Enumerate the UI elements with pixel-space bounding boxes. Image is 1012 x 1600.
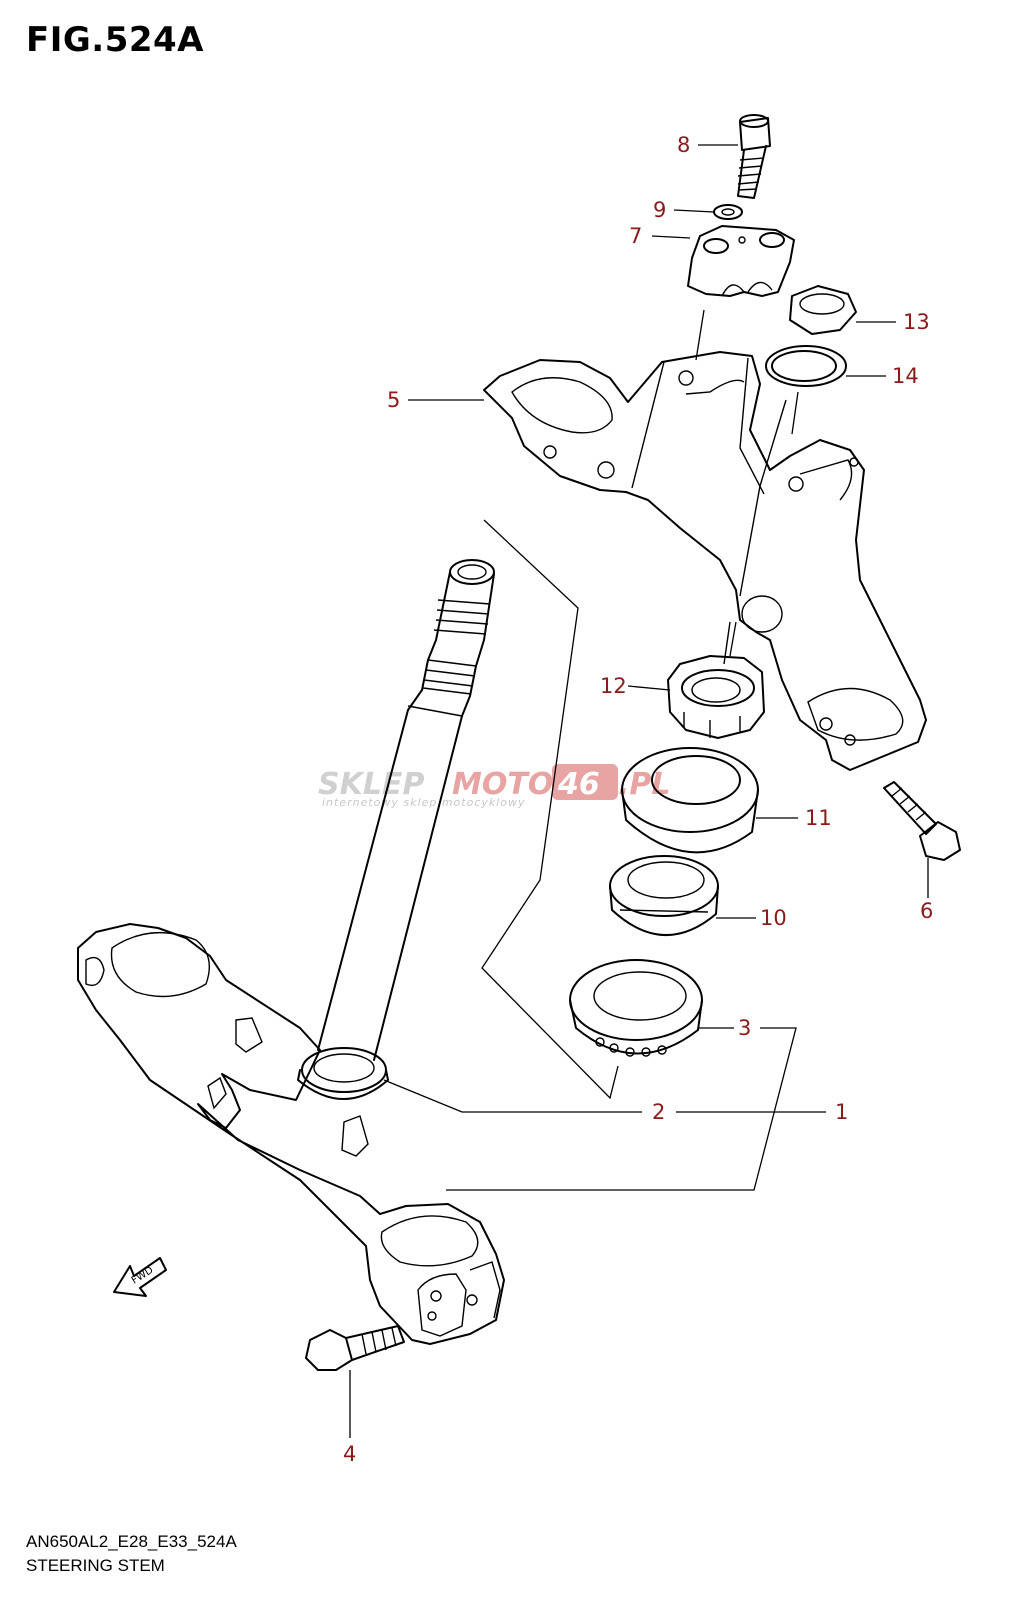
watermark-text-2: MOTO: [452, 767, 553, 802]
watermark-badge: [552, 764, 618, 800]
callout-5: 5: [387, 388, 400, 412]
upper-bracket-5: [483, 351, 927, 771]
washer-9: [713, 204, 743, 220]
watermark-text-3: 46: [557, 767, 600, 802]
callout-6: 6: [920, 899, 933, 923]
callout-9: 9: [653, 198, 666, 222]
callout-2: 2: [652, 1100, 665, 1124]
watermark: SKLEP MOTO 46 .PL internetowy sklep moto…: [318, 764, 671, 809]
watermark-tagline: internetowy sklep motocyklowy: [322, 796, 526, 809]
steering-stem-2: [297, 559, 495, 1100]
bolt-4: [305, 1325, 405, 1371]
callouts: 8 9 7 13 14 5 12 11 6 10 3 2 1 4: [343, 133, 933, 1466]
footer-code: AN650AL2_E28_E33_524A: [26, 1532, 237, 1551]
bolt-8: [737, 114, 771, 199]
callout-12: 12: [600, 674, 627, 698]
nut-12: [667, 655, 765, 739]
bolt-6: [883, 781, 961, 861]
leader-lines: [349, 144, 929, 1438]
bearing-10: [609, 855, 719, 936]
assembly-lines: [481, 309, 799, 1100]
callout-3: 3: [738, 1016, 751, 1040]
lower-bracket: [77, 923, 505, 1345]
figure-title: FIG.524A: [26, 20, 204, 60]
footer-caption: STEERING STEM: [26, 1556, 165, 1575]
handlebar-holder-7: [687, 225, 795, 297]
callout-13: 13: [903, 310, 930, 334]
callout-8: 8: [677, 133, 690, 157]
dust-seal-11: [621, 747, 759, 854]
callout-10: 10: [760, 906, 787, 930]
callout-1: 1: [835, 1100, 848, 1124]
fwd-arrow-icon: FWD: [113, 1257, 167, 1297]
callout-11: 11: [805, 806, 832, 830]
callout-14: 14: [892, 364, 919, 388]
fwd-label: FWD: [130, 1265, 156, 1287]
watermark-text-1: SKLEP: [318, 767, 424, 802]
bearing-3: [569, 959, 703, 1057]
washer-14: [765, 345, 847, 387]
callout-7: 7: [629, 224, 642, 248]
callout-4: 4: [343, 1442, 356, 1466]
nut-13: [789, 285, 857, 335]
